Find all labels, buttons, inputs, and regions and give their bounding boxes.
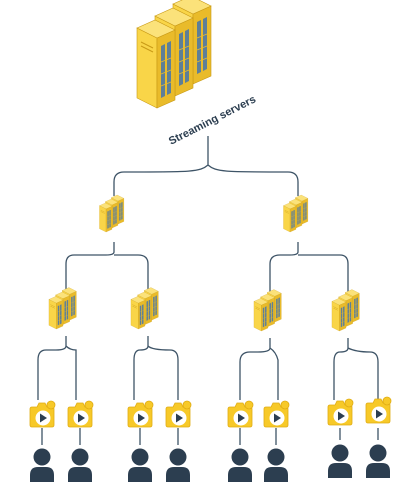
video-camera-icon — [165, 400, 192, 428]
user-icon — [228, 448, 252, 482]
edge-server-2 — [131, 288, 158, 329]
regional-server-left — [99, 195, 123, 232]
video-camera-icon — [127, 400, 154, 428]
user-icon — [328, 444, 352, 478]
server-rack-icon — [99, 195, 123, 232]
client-cameras — [29, 396, 392, 428]
user-icon — [30, 448, 54, 482]
user-icon — [264, 448, 288, 482]
server-rack-icon — [49, 288, 76, 329]
video-camera-icon — [263, 400, 290, 428]
video-camera-icon — [67, 400, 94, 428]
server-rack-icon — [332, 290, 359, 331]
user-icon — [128, 448, 152, 482]
video-camera-icon — [29, 400, 56, 428]
server-rack-icon — [283, 195, 307, 232]
video-camera-icon — [227, 400, 254, 428]
server-rack-icon — [131, 288, 158, 329]
streaming-servers-root: Streaming servers — [137, 0, 258, 148]
connector-lines — [37, 136, 379, 445]
user-icon — [166, 448, 190, 482]
edge-server-4 — [332, 290, 359, 331]
server-rack-icon — [254, 290, 281, 331]
user-icon — [68, 448, 92, 482]
client-users — [30, 444, 390, 482]
user-icon — [366, 444, 390, 478]
edge-server-3 — [254, 290, 281, 331]
regional-server-right — [283, 195, 307, 232]
video-camera-icon — [327, 398, 354, 426]
streaming-servers-label: Streaming servers — [167, 93, 258, 147]
video-camera-icon — [365, 396, 392, 424]
server-rack-icon — [137, 0, 211, 108]
edge-server-1 — [49, 288, 76, 329]
